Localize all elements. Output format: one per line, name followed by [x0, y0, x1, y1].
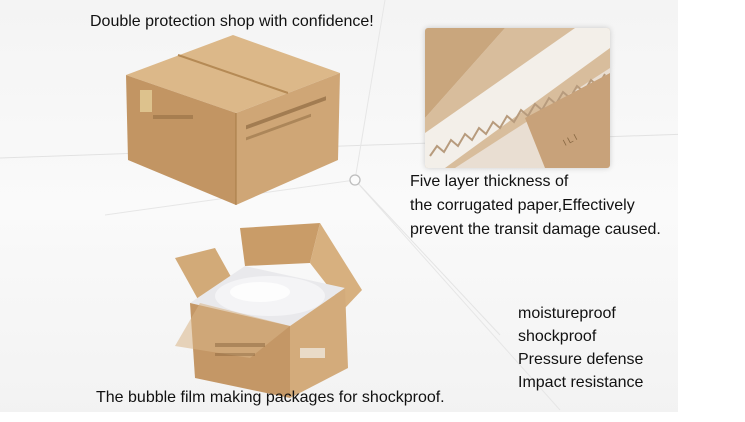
layer-description-line: the corrugated paper,Effectively	[410, 197, 635, 214]
headline: Double protection shop with confidence!	[90, 13, 374, 30]
feature-item: moistureproof	[518, 305, 616, 322]
layer-description: Five layer thickness of the corrugated p…	[410, 170, 661, 242]
feature-list: moistureproof shockproof Pressure defens…	[518, 302, 643, 394]
feature-item: shockproof	[518, 328, 597, 345]
feature-item: Impact resistance	[518, 374, 644, 391]
connector-dot	[349, 174, 361, 186]
feature-item: Pressure defense	[518, 351, 644, 368]
closed-box-image	[126, 35, 340, 205]
corrugated-paper-photo: I L I	[425, 28, 610, 168]
open-box-image	[175, 223, 362, 398]
caption: The bubble film making packages for shoc…	[96, 389, 445, 406]
right-margin	[678, 0, 745, 422]
layer-description-line: prevent the transit damage caused.	[410, 221, 661, 238]
bottom-margin	[0, 412, 745, 422]
layer-description-line: Five layer thickness of	[410, 173, 569, 190]
